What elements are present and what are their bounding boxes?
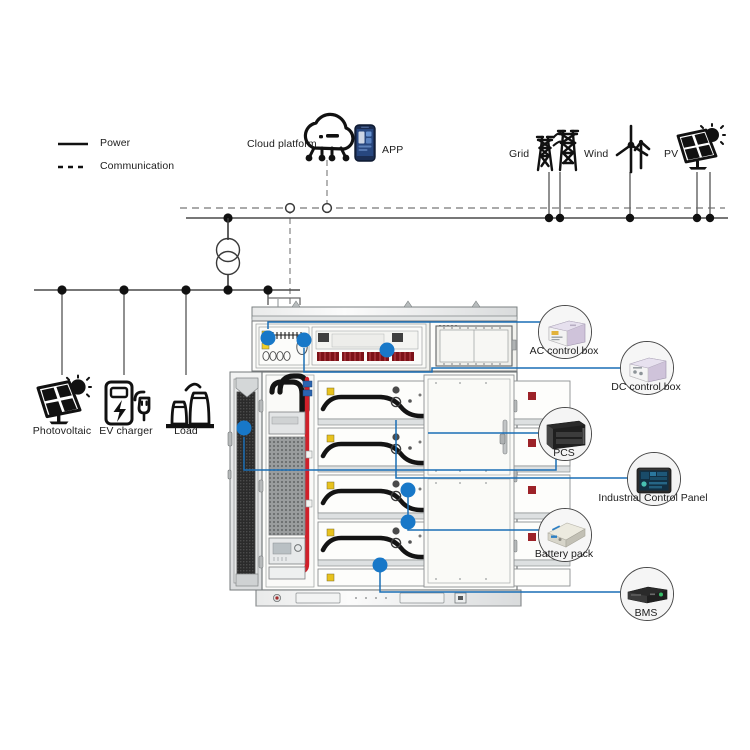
leader-battery-pack <box>407 496 560 531</box>
pv-label: PV <box>664 148 679 160</box>
transformer-coil-primary <box>215 237 241 263</box>
solar-panel-icon <box>676 123 726 170</box>
marker-industrial-control-panel <box>400 482 416 498</box>
factory-load-icon <box>166 382 214 429</box>
battery-pack-label: Battery pack <box>534 548 594 560</box>
power-node <box>705 213 715 223</box>
power-node <box>692 213 702 223</box>
dc-control-box-thumb[interactable] <box>620 341 674 395</box>
cabinet-power-branch <box>268 297 301 305</box>
pcs-thumb[interactable] <box>538 407 592 461</box>
cloud-platform-label: Cloud platform <box>247 138 317 150</box>
wind-turbine-icon <box>615 124 651 174</box>
wind-label: Wind <box>584 148 609 160</box>
transmission-tower-icon <box>535 129 580 172</box>
ev-charger-icon <box>104 380 151 426</box>
bms-thumb[interactable] <box>620 567 674 621</box>
marker-battery-pack <box>400 514 416 530</box>
comm-node-ring <box>284 202 296 214</box>
pcs-icon <box>539 408 591 460</box>
comm-node-ring <box>321 202 333 214</box>
industrial-control-panel-thumb[interactable] <box>627 452 681 506</box>
ev-charger-label: EV charger <box>99 425 153 437</box>
power-node <box>57 285 67 295</box>
marker-dc-control-box <box>296 332 312 348</box>
power-node <box>223 285 233 295</box>
dc-control-box-icon <box>621 342 673 394</box>
app-label: APP <box>382 144 404 156</box>
marker-bms <box>372 557 388 573</box>
photovoltaic-label: Photovoltaic <box>32 425 92 437</box>
power-node <box>544 213 554 223</box>
smartphone-icon <box>354 124 376 162</box>
power-node <box>181 285 191 295</box>
power-node <box>625 213 635 223</box>
power-node <box>555 213 565 223</box>
legend-label-communication: Communication <box>100 160 175 172</box>
marker-ac-control-box <box>260 330 276 346</box>
load-label: Load <box>174 425 198 437</box>
leader-bms <box>379 570 640 593</box>
pcs-label: PCS <box>553 447 575 459</box>
legend-label-power: Power <box>100 137 131 149</box>
leader-dc-control-box <box>303 348 640 373</box>
battery-pack-thumb[interactable] <box>538 508 592 562</box>
hmi-panel-icon <box>628 453 680 505</box>
power-node <box>263 285 273 295</box>
ac-control-box-label: AC control box <box>529 345 599 357</box>
ac-control-box-icon <box>539 306 591 358</box>
marker-left-door <box>236 420 252 436</box>
leader-industrial-control-panel <box>395 420 645 479</box>
grid-label: Grid <box>509 148 530 160</box>
leader-ac-control-box <box>267 321 558 329</box>
dc-control-box-label: DC control box <box>611 381 681 393</box>
bms-label: BMS <box>634 607 658 619</box>
bms-icon <box>621 568 673 620</box>
marker-pcs-top <box>379 342 395 358</box>
industrial-control-panel-label: Industrial Control Panel <box>598 492 708 504</box>
power-node <box>119 285 129 295</box>
cloud-icon <box>303 112 355 162</box>
ac-control-box-thumb[interactable] <box>538 305 592 359</box>
battery-pack-icon <box>539 509 591 561</box>
solar-panel-icon <box>36 374 92 425</box>
callout-markers <box>236 330 416 573</box>
